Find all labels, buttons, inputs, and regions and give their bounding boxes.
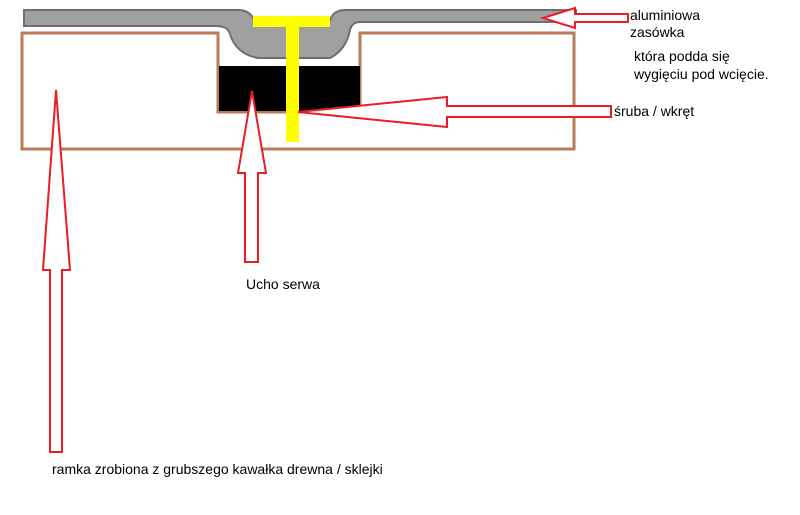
label-frame: ramka zrobiona z grubszego kawałka drewn… <box>52 461 383 477</box>
arrow-servo-horn <box>236 90 268 263</box>
arrow-screw <box>297 95 612 129</box>
arrow-aluminium-latch <box>539 6 629 30</box>
label-screw: śruba / wkręt <box>614 103 695 119</box>
label-bend-line1: która podda się <box>634 48 730 64</box>
arrow-frame <box>41 89 72 453</box>
label-aluminium-line1: aluminiowa <box>630 7 701 23</box>
label-aluminium-line2: zasówka <box>630 24 685 40</box>
label-bend-line2: wygięciu pod wcięcie. <box>634 66 769 82</box>
label-servo-horn: Ucho serwa <box>246 276 320 292</box>
screw <box>253 16 330 142</box>
